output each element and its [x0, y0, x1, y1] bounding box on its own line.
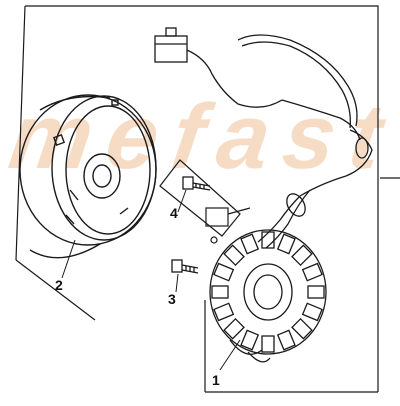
wiring-harness [154, 27, 373, 249]
callout-1: 1 [212, 372, 220, 388]
stator-pole [301, 262, 323, 282]
stator-drawing [209, 229, 327, 363]
stator-pole [261, 335, 275, 353]
pickup-bracket [159, 159, 251, 244]
stator-pole [276, 233, 296, 255]
stator-pole [213, 302, 235, 322]
callout-3: 3 [168, 291, 176, 307]
stator-pole [291, 244, 313, 267]
flywheel-drawing [19, 94, 157, 259]
bolt-drawings [171, 176, 211, 274]
bolt-4 [182, 176, 211, 191]
stator-pole [211, 285, 229, 299]
stator-pole [223, 317, 245, 340]
stator-pole [261, 231, 275, 249]
watermark-text: mefast [4, 84, 392, 187]
stator-pole [213, 262, 235, 282]
leader-lines [61, 189, 241, 371]
assembly-frame [15, 5, 400, 393]
callout-2: 2 [55, 277, 63, 293]
stator-pole [276, 329, 296, 351]
stator-pole [307, 285, 325, 299]
stator-pole [240, 233, 260, 255]
callout-4: 4 [170, 205, 178, 221]
stator-pole [301, 302, 323, 322]
bolt-3 [171, 259, 199, 274]
stator-pole [291, 317, 313, 340]
stator-pole [223, 244, 245, 267]
stator-pole [240, 329, 260, 351]
